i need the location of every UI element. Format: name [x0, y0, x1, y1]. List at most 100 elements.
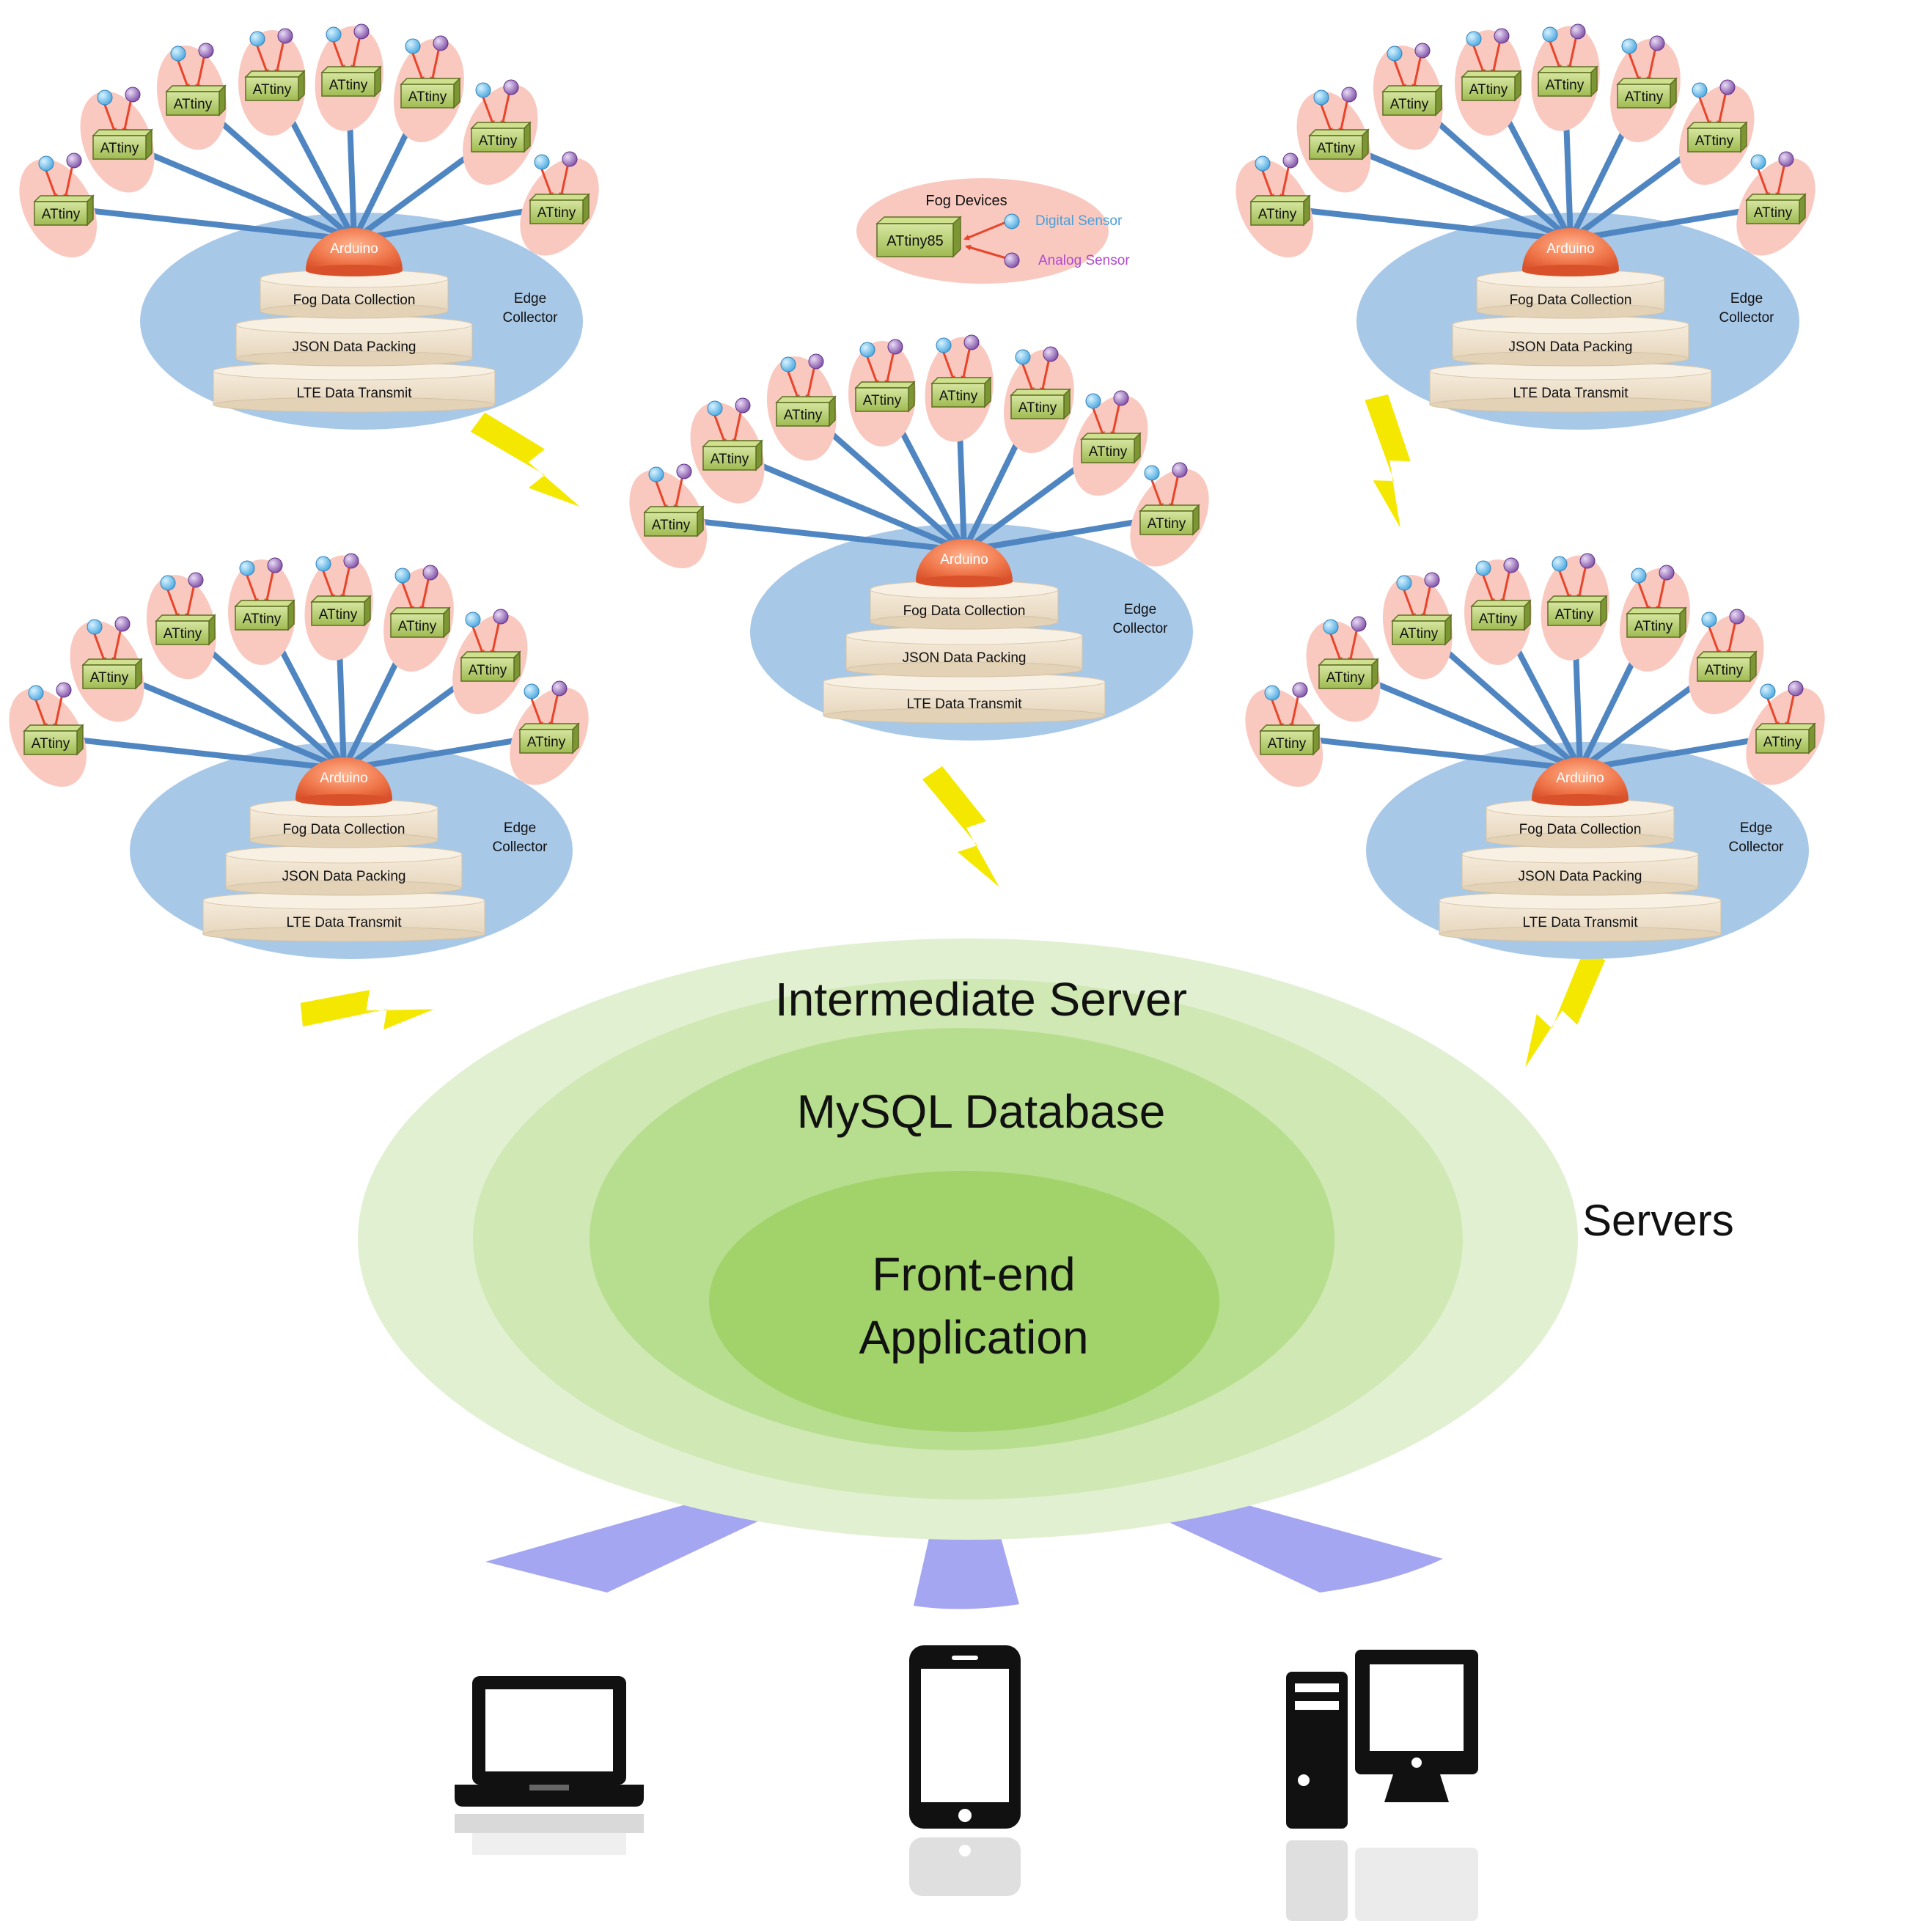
fog-device-label: ATtiny	[652, 518, 691, 533]
desktop-tower-bay	[1295, 1701, 1339, 1710]
fog-device: ATtiny	[1689, 609, 1764, 715]
device-box-side	[1514, 70, 1521, 102]
servers-side-label: Servers	[1582, 1196, 1734, 1245]
fog-device-label: ATtiny	[42, 207, 81, 222]
edge-layer: JSON Data Packing	[225, 845, 463, 896]
arduino-dome	[295, 757, 392, 800]
device-box-top	[1745, 194, 1807, 201]
fog-device: ATtiny	[690, 397, 765, 504]
device-box-top	[1308, 129, 1370, 136]
device-box	[644, 512, 698, 537]
device-box-top	[518, 723, 580, 730]
device-box-top	[1755, 723, 1816, 730]
fog-device: ATtiny	[1130, 462, 1209, 567]
fog-device-label: ATtiny	[469, 663, 507, 678]
fog-device-label: ATtiny	[939, 389, 978, 404]
fog-device: ATtiny	[848, 339, 916, 447]
edge-layer-label: Fog Data Collection	[283, 822, 405, 837]
digital-sensor-icon	[859, 342, 875, 358]
fog-device: ATtiny	[1610, 35, 1681, 142]
edge-collector-caption: Collector	[503, 310, 559, 326]
digital-sensor-icon	[534, 154, 550, 170]
smartphone-reflection-button	[959, 1845, 971, 1856]
link-line	[1333, 139, 1574, 243]
edge-layer-label: Fog Data Collection	[1510, 293, 1632, 308]
device-box-top	[1470, 600, 1532, 607]
sensor-arrow	[1271, 699, 1284, 730]
sensor-arrow	[1110, 405, 1120, 438]
fog-device: ATtiny	[510, 680, 589, 785]
sensor-arrow	[1716, 94, 1727, 127]
analog-sensor-icon	[676, 463, 692, 480]
device-box-top	[775, 396, 837, 403]
device-box-side	[1749, 650, 1757, 683]
device-box	[702, 446, 757, 471]
device-box-side	[374, 65, 381, 98]
sensor-arrow	[1421, 587, 1431, 620]
fog-device: ATtiny	[520, 151, 599, 256]
edge-layer-bottom	[249, 832, 438, 848]
fog-device-label: ATtiny	[1148, 516, 1186, 532]
digital-sensor-icon	[465, 611, 481, 628]
device-box-top	[1626, 607, 1687, 614]
edge-collector-caption: Edge	[1730, 291, 1763, 306]
device-box	[931, 383, 985, 408]
fog-device: ATtiny	[1245, 682, 1323, 787]
device-box	[1250, 201, 1304, 226]
sensor-arrow	[1169, 477, 1179, 510]
sensor-arrow	[45, 170, 58, 200]
device-box	[776, 402, 830, 427]
sensor-arrow	[1500, 572, 1510, 605]
edge-layer-bottom	[1429, 397, 1712, 413]
arduino-dome-base	[1522, 265, 1619, 276]
legend-digital-label: Digital Sensor	[1035, 213, 1123, 229]
sensor-arrow	[1785, 695, 1795, 728]
device-box	[1547, 601, 1601, 626]
edge-layer: Fog Data Collection	[870, 580, 1059, 630]
analog-sensor-icon	[1351, 616, 1367, 632]
sensor-arrow	[53, 697, 63, 730]
device-box	[82, 664, 136, 689]
edge-layer-label: LTE Data Transmit	[907, 697, 1023, 712]
edge-layer-bottom	[1476, 303, 1665, 319]
edge-layer-top	[1461, 845, 1699, 864]
fog-device-label: ATtiny	[408, 89, 447, 105]
fog-device-label: ATtiny	[1400, 626, 1439, 642]
fog-device: ATtiny	[452, 609, 528, 715]
edge-layer-top	[235, 315, 473, 334]
sensor-arrow	[1775, 166, 1785, 199]
fog-device: ATtiny	[315, 23, 383, 131]
sensor-arrow	[1021, 364, 1035, 394]
device-box-side	[1435, 84, 1442, 117]
sensor-arrow	[1411, 57, 1422, 90]
sensor-arrow	[655, 481, 668, 511]
device-box	[390, 613, 444, 638]
edge-layer-label: JSON Data Packing	[1509, 339, 1633, 355]
digital-sensor-icon	[405, 38, 421, 54]
device-box-top	[875, 216, 962, 224]
edge-layer: Fog Data Collection	[1476, 269, 1665, 319]
sensor-arrow	[1698, 97, 1711, 127]
digital-sensor-icon	[1396, 575, 1412, 591]
fog-device-label: ATtiny	[164, 626, 202, 642]
sensor-arrow	[1708, 626, 1721, 656]
device-box-top	[23, 724, 84, 732]
arduino-hub: Arduino	[306, 228, 403, 276]
smartphone-reflection	[909, 1837, 1021, 1896]
edge-layer: LTE Data Transmit	[823, 672, 1106, 724]
device-box	[471, 128, 525, 153]
digital-sensor-icon	[1552, 556, 1568, 572]
analog-sensor-icon	[1503, 557, 1519, 573]
edge-layer-label: LTE Data Transmit	[287, 915, 403, 930]
device-box	[1617, 84, 1671, 109]
digital-sensor-icon	[1760, 683, 1776, 699]
digital-sensor-icon	[1750, 154, 1766, 170]
fog-device: ATtiny	[1736, 151, 1815, 256]
edge-layer: Fog Data Collection	[249, 798, 438, 848]
desktop-computer-icon	[1286, 1650, 1478, 1921]
device-box-top	[1139, 504, 1200, 512]
digital-sensor-icon	[1004, 213, 1020, 229]
fog-device: ATtiny	[383, 565, 454, 672]
digital-sensor-icon	[1387, 45, 1403, 62]
